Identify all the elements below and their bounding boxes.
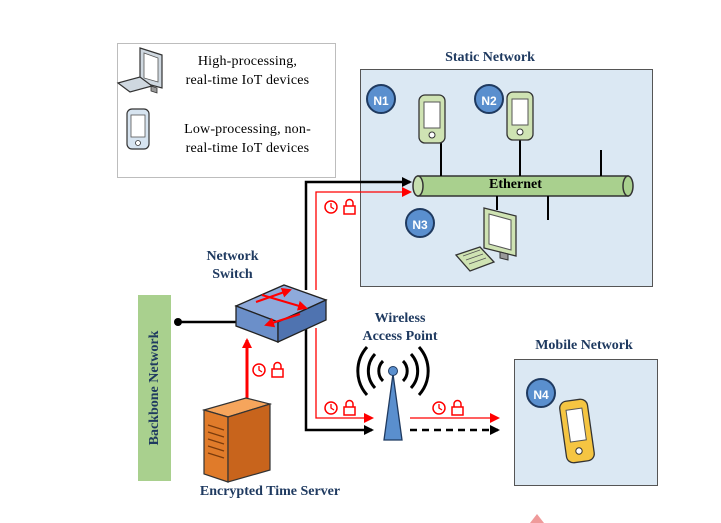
pda-icon: [559, 398, 595, 464]
node-badge-n2: N2: [474, 84, 504, 114]
legend-high-line1: High-processing,: [197, 54, 298, 69]
static-network-title: Static Network: [445, 50, 535, 65]
pda-icon: [126, 108, 150, 150]
node-badge-n4: N4: [526, 378, 556, 408]
clock-lock-icon: [432, 399, 464, 416]
server-icon: [201, 397, 273, 483]
bottom-mark: [530, 514, 544, 523]
desktop-computer-icon: [116, 47, 163, 94]
backbone-connector: [174, 318, 182, 326]
wireless-access-point-label-line2: Access Point: [362, 329, 438, 344]
clock-lock-icon: [252, 361, 284, 378]
wireless-access-point-icon: [356, 346, 430, 441]
desktop-computer-icon: [454, 207, 517, 272]
network-switch-icon: [234, 284, 328, 344]
time-server-label: Encrypted Time Server: [199, 484, 341, 499]
network-switch-label-line1: Network: [206, 249, 259, 264]
ethernet-taps: [440, 140, 602, 220]
clock-lock-icon: [324, 399, 356, 416]
backbone-network: Backbone Network: [138, 295, 171, 481]
legend-high-line2: real-time IoT devices: [185, 73, 310, 88]
node-badge-n3: N3: [405, 208, 435, 238]
mobile-network-title: Mobile Network: [535, 338, 633, 353]
legend-low-line1: Low-processing, non-: [184, 122, 311, 137]
node-badge-n1: N1: [366, 84, 396, 114]
legend-low-line2: real-time IoT devices: [185, 141, 310, 156]
pda-icon: [418, 94, 446, 144]
clock-lock-icon: [324, 198, 356, 215]
time-sync-paths: [315, 187, 500, 423]
pda-icon: [506, 91, 534, 141]
network-switch-label-line2: Switch: [212, 267, 253, 282]
ethernet-label: Ethernet: [489, 177, 542, 192]
wireless-access-point-label-line1: Wireless: [374, 311, 426, 326]
wired-links: [178, 177, 412, 435]
ethernet-cable: [412, 175, 634, 197]
